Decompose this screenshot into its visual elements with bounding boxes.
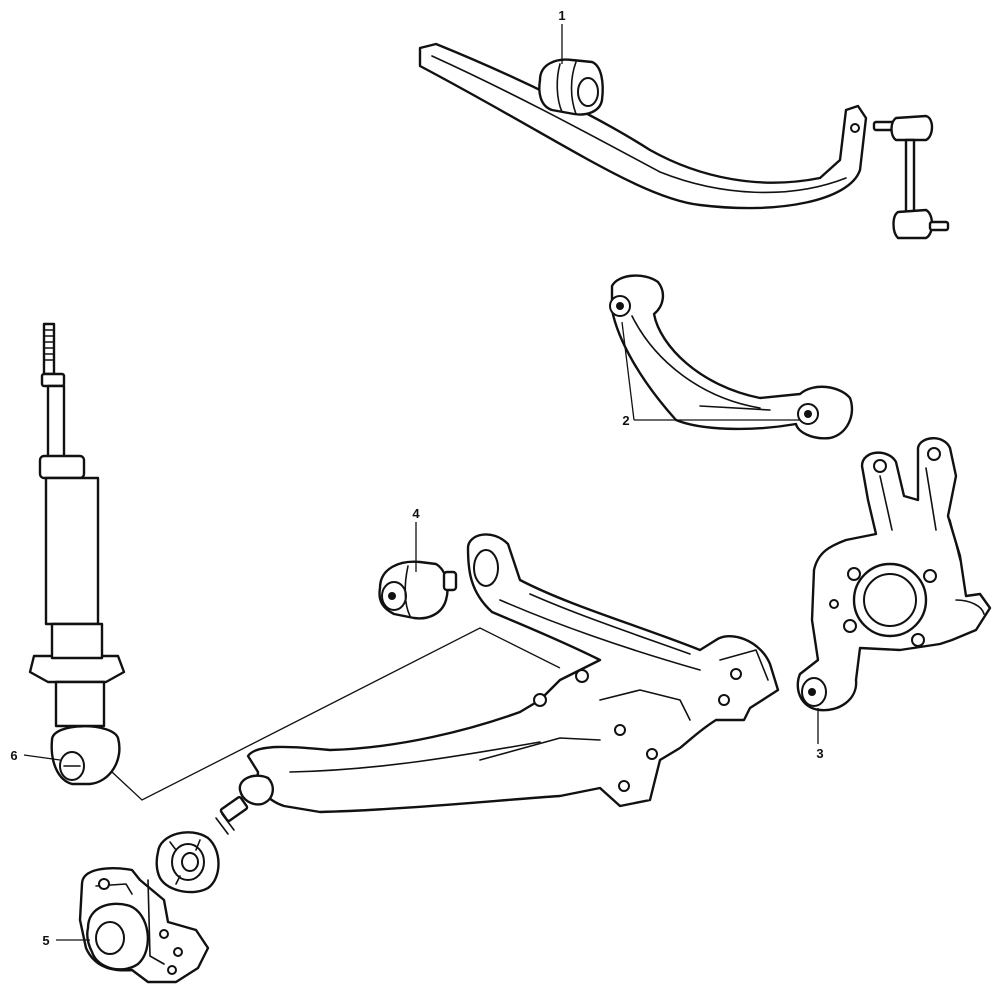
upper-control-arm <box>609 274 854 440</box>
stabilizer-link <box>872 114 950 240</box>
shock-absorber <box>28 322 126 786</box>
stabilizer-bushing <box>538 58 604 116</box>
lower-arm <box>215 533 780 835</box>
leader-lines <box>23 24 819 941</box>
callout-2: 2 <box>622 413 629 428</box>
bushing-4 <box>378 560 458 620</box>
callout-6: 6 <box>10 748 17 763</box>
callout-1: 1 <box>558 8 565 23</box>
callout-numbers: 1 2 3 4 5 6 <box>10 8 823 948</box>
callout-5: 5 <box>42 933 49 948</box>
stabilizer-bar <box>418 42 868 210</box>
washer-bushing <box>155 831 220 894</box>
callout-3: 3 <box>816 746 823 761</box>
callout-4: 4 <box>412 506 420 521</box>
steering-knuckle <box>796 437 992 712</box>
bushing-bracket-5 <box>78 867 210 984</box>
